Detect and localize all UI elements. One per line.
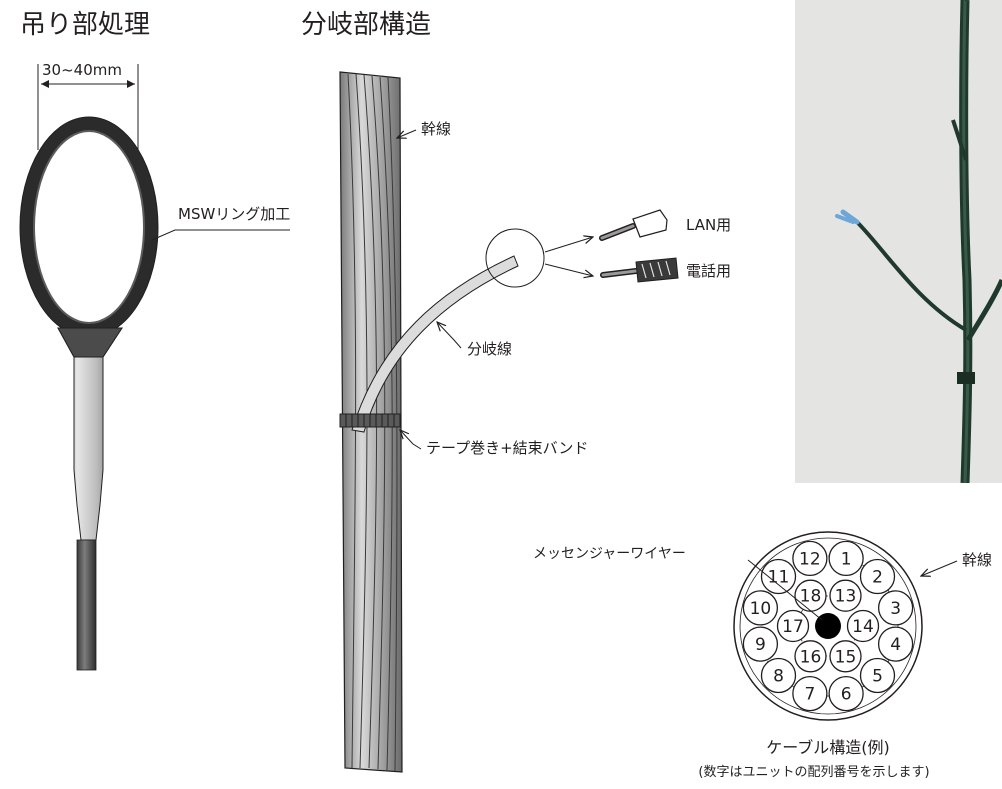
- trunk-label: 幹線: [421, 120, 452, 138]
- band-leader: [400, 430, 422, 450]
- cable-unit-9: 9: [742, 626, 779, 662]
- section-trunk-leader: [921, 560, 958, 576]
- messenger-leader: [747, 559, 823, 621]
- cable-unit-number: 5: [872, 666, 883, 686]
- ring-sleeve: [57, 327, 123, 541]
- phone-connector-icon: [600, 257, 679, 283]
- messenger-wire-label: メッセンジャーワイヤー: [533, 546, 686, 562]
- cable-caption: ケーブル構造(例): [766, 738, 890, 757]
- cable-unit-number: 18: [800, 587, 822, 607]
- cable-unit-11: 11: [760, 558, 797, 595]
- hanging-rope: [76, 539, 97, 671]
- cable-unit-7: 7: [792, 675, 828, 712]
- phone-label: 電話用: [686, 262, 732, 280]
- cable-unit-number: 1: [841, 549, 852, 569]
- cable-photo: [795, 0, 1002, 483]
- cable-unit-number: 10: [750, 599, 772, 619]
- cable-unit-number: 2: [872, 568, 883, 588]
- cable-unit-number: 3: [890, 599, 901, 619]
- branch-leader: [437, 322, 462, 349]
- cable-unit-8: 8: [760, 657, 797, 694]
- cable-unit-14: 14: [846, 609, 880, 643]
- lan-label: LAN用: [686, 216, 732, 234]
- cable-unit-number: 6: [841, 685, 852, 705]
- band-label: テープ巻き+結束バンド: [426, 439, 589, 457]
- hanging-title: 吊り部処理: [20, 10, 151, 40]
- cable-unit-10: 10: [742, 590, 779, 626]
- ring-leader: [151, 229, 290, 241]
- cable-unit-number: 4: [890, 635, 901, 655]
- cable-unit-number: 9: [755, 635, 766, 655]
- cable-unit-number: 7: [804, 685, 815, 705]
- cable-unit-number: 14: [852, 617, 874, 637]
- cable-unit-1: 1: [828, 540, 864, 577]
- branch-end-detail: [485, 228, 545, 288]
- cable-unit-number: 16: [800, 647, 822, 667]
- cable-unit-17: 17: [776, 609, 810, 643]
- cable-unit-number: 11: [768, 568, 790, 588]
- cable-unit-number: 17: [782, 617, 804, 637]
- cable-unit-4: 4: [877, 626, 914, 662]
- cable-unit-5: 5: [859, 657, 896, 694]
- cable-unit-3: 3: [877, 590, 914, 626]
- cable-unit-6: 6: [828, 675, 864, 712]
- section-trunk-label: 幹線: [962, 551, 993, 569]
- ring-label: MSWリング加工: [178, 205, 291, 223]
- msw-ring: [20, 117, 158, 337]
- trunk-leader: [397, 129, 417, 138]
- cable-unit-number: 8: [773, 666, 784, 686]
- ring-dimension-label: 30~40mm: [42, 61, 122, 79]
- cable-unit-16: 16: [794, 640, 827, 673]
- lan-connector-icon: [599, 209, 668, 241]
- cable-unit-number: 12: [799, 549, 821, 569]
- cable-unit-2: 2: [859, 558, 896, 595]
- cable-unit-number: 15: [835, 647, 857, 667]
- cable-unit-13: 13: [829, 579, 862, 612]
- cable-photo-art: [835, 0, 1002, 483]
- branch-label: 分岐線: [467, 340, 513, 358]
- branch-title: 分岐部構造: [301, 10, 432, 40]
- cable-unit-number: 13: [835, 587, 857, 607]
- cable-unit-15: 15: [829, 640, 862, 673]
- cable-unit-12: 12: [792, 540, 828, 577]
- cable-subcaption: (数字はユニットの配列番号を示します): [698, 765, 930, 780]
- cable-unit-18: 18: [794, 579, 827, 612]
